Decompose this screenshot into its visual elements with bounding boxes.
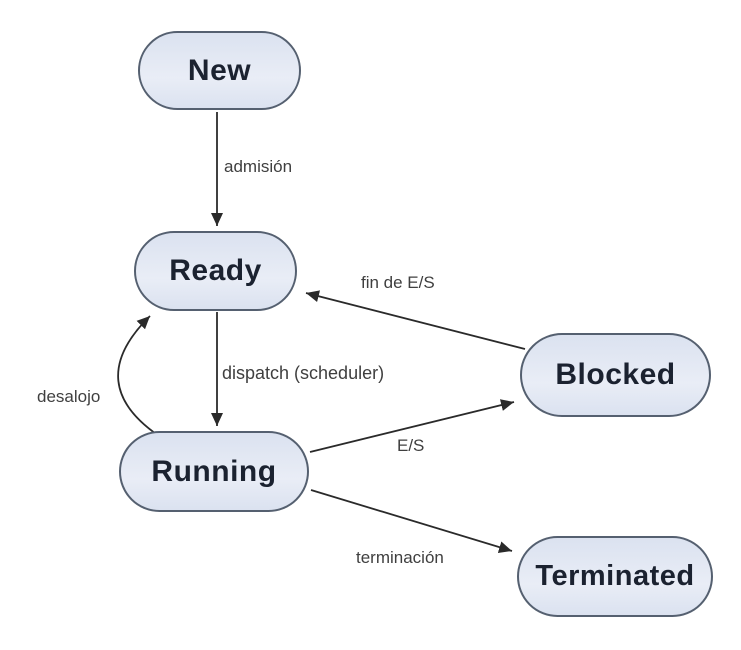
edge-running-to-blocked bbox=[309, 399, 515, 453]
state-node-terminated: Terminated bbox=[517, 536, 713, 617]
edge-label-desalojo: desalojo bbox=[37, 387, 101, 406]
edge-label-admission: admisión bbox=[224, 157, 293, 176]
state-node-blocked: Blocked bbox=[520, 333, 711, 417]
state-node-running: Running bbox=[119, 431, 309, 512]
edge-running-to-terminated bbox=[310, 489, 513, 553]
edge-label-es: E/S bbox=[397, 436, 425, 455]
state-node-new: New bbox=[138, 31, 301, 110]
state-node-ready: Ready bbox=[134, 231, 297, 311]
edge-running-to-ready bbox=[117, 315, 160, 437]
edge-label-dispatch: dispatch (scheduler) bbox=[222, 363, 385, 383]
edge-label-fin-de-es: fin de E/S bbox=[361, 273, 435, 292]
edge-label-terminacion: terminación bbox=[356, 548, 444, 567]
edge-blocked-to-ready bbox=[305, 290, 526, 350]
